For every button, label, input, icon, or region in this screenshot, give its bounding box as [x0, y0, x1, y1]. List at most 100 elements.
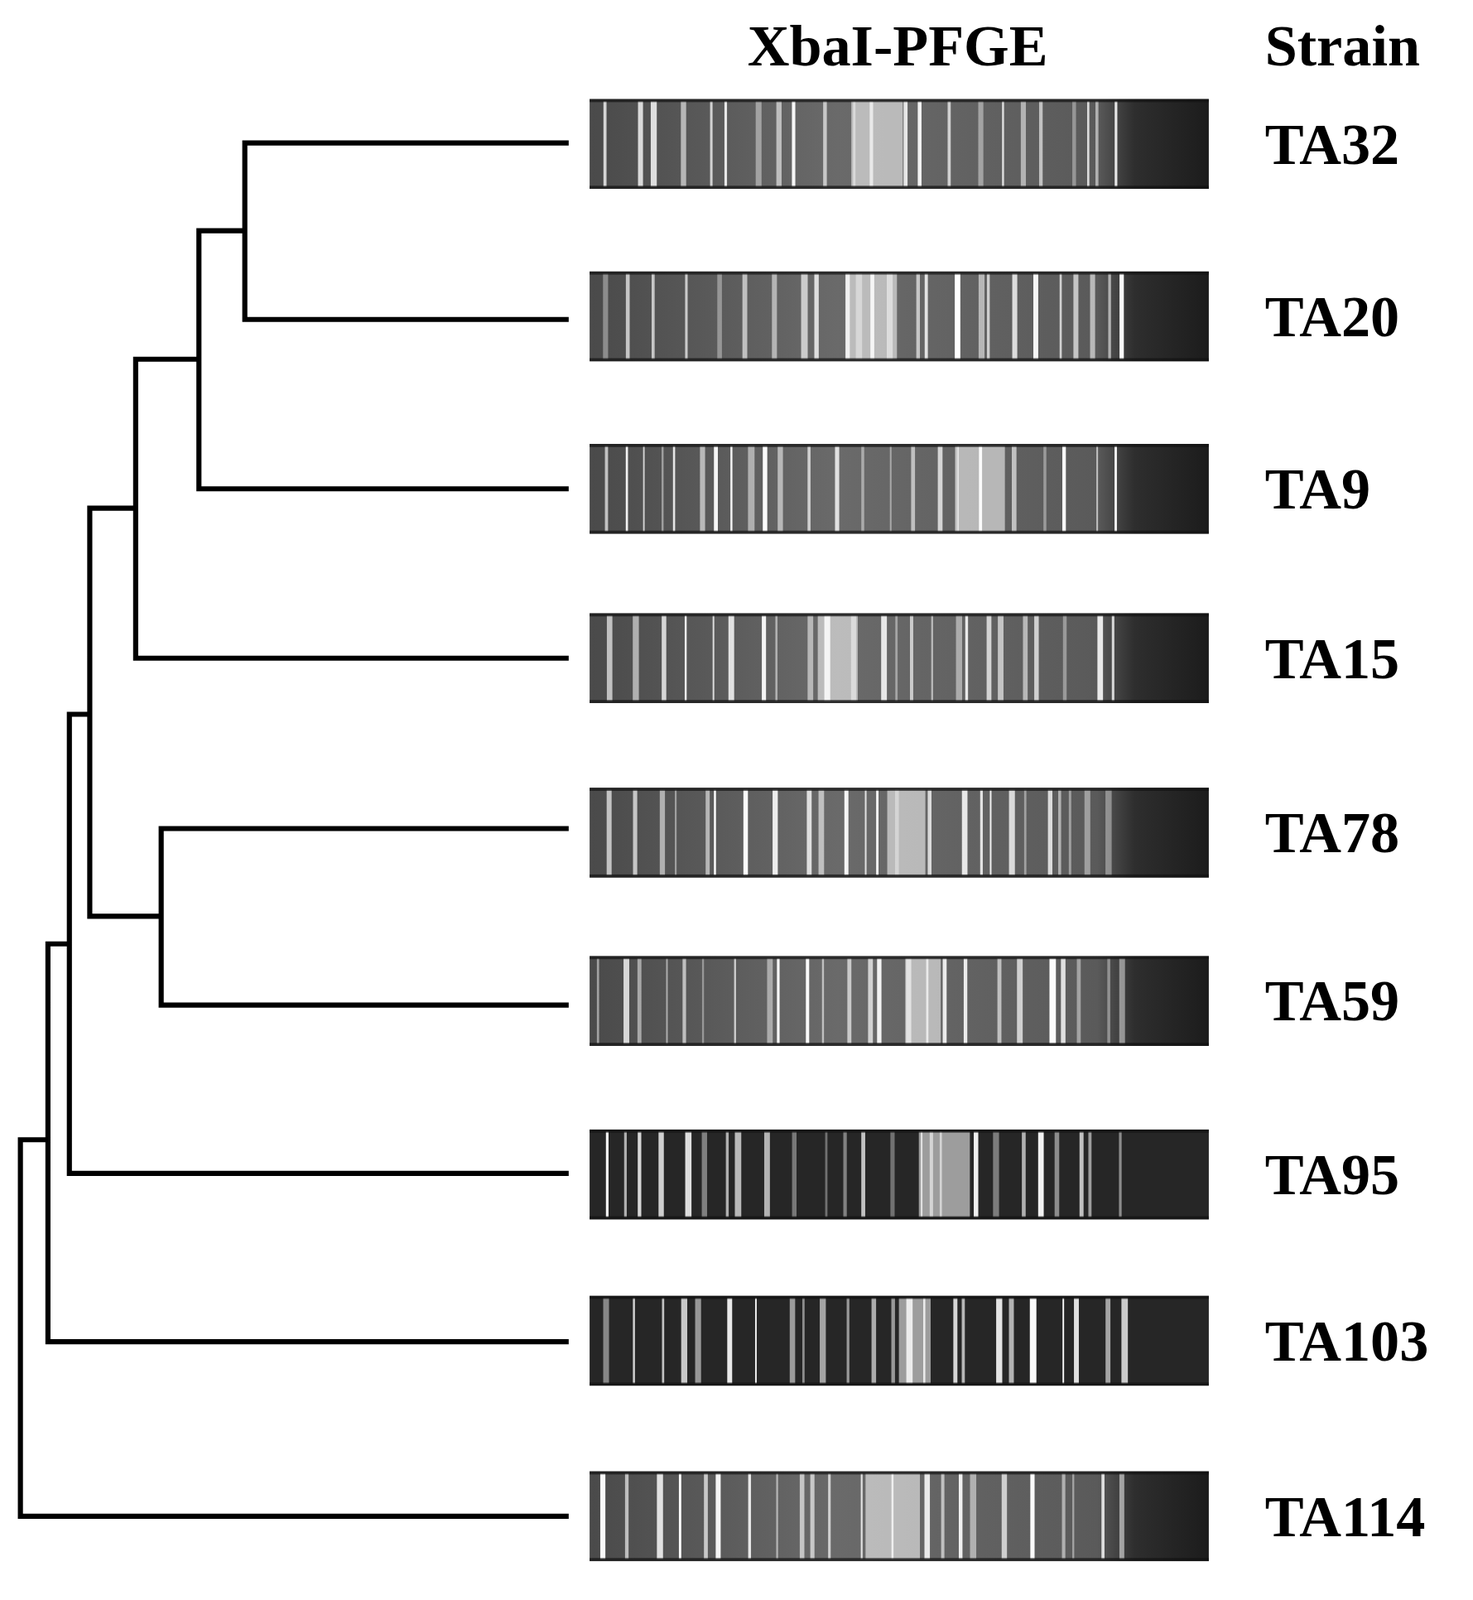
- dna-band: [726, 1131, 729, 1217]
- lane-edge: [589, 99, 1209, 103]
- bright-band-zone: [905, 957, 941, 1044]
- dna-band: [625, 445, 629, 531]
- dna-band: [834, 445, 839, 531]
- dna-band: [1090, 273, 1096, 359]
- dna-band: [735, 1131, 742, 1217]
- dna-band: [909, 615, 914, 701]
- dna-band: [1024, 789, 1027, 876]
- dna-band: [724, 101, 727, 187]
- dna-band: [917, 101, 922, 187]
- dna-band: [989, 789, 992, 876]
- dna-band: [776, 957, 780, 1044]
- dna-band: [876, 957, 881, 1044]
- bright-band-zone: [899, 1297, 931, 1383]
- dna-band: [1043, 445, 1047, 531]
- dna-band: [637, 1131, 641, 1217]
- dna-band: [1030, 1297, 1037, 1383]
- dna-band: [1059, 273, 1063, 359]
- dna-band: [1034, 615, 1039, 701]
- dna-band: [1022, 615, 1028, 701]
- dna-band: [825, 1131, 828, 1217]
- dna-band: [978, 273, 985, 359]
- lane-edge: [589, 1295, 1209, 1300]
- bright-band-zone: [846, 273, 897, 359]
- dna-band: [1020, 101, 1026, 187]
- dna-band: [844, 789, 849, 876]
- dna-band: [819, 1297, 826, 1383]
- dna-band: [818, 789, 825, 876]
- dna-band: [712, 615, 715, 701]
- dna-band: [730, 445, 732, 531]
- dna-band: [600, 1473, 606, 1559]
- dna-band: [807, 615, 814, 701]
- dna-band: [1119, 273, 1124, 359]
- dna-band: [632, 615, 639, 701]
- dna-band: [1107, 957, 1111, 1044]
- dna-band: [1097, 615, 1103, 701]
- gel-lanes: [589, 99, 1209, 1561]
- strain-label: TA32: [1265, 115, 1401, 174]
- dna-band: [743, 789, 748, 876]
- gel-lane: [589, 613, 1209, 703]
- dna-band: [682, 957, 686, 1044]
- dna-band: [947, 101, 951, 187]
- dna-band: [977, 101, 983, 187]
- dna-band: [674, 789, 677, 876]
- dna-band: [822, 957, 824, 1044]
- dna-band: [1107, 273, 1111, 359]
- dna-band: [916, 273, 920, 359]
- dna-band: [996, 1297, 1002, 1383]
- dna-band: [890, 1131, 895, 1217]
- dna-band: [602, 273, 608, 359]
- dna-band: [1054, 1131, 1060, 1217]
- dna-band: [1021, 1131, 1026, 1217]
- dna-band: [771, 273, 777, 359]
- strain-label: TA114: [1265, 1487, 1426, 1546]
- dna-band: [1072, 1473, 1074, 1559]
- dna-band: [766, 957, 773, 1044]
- lane-edge: [589, 699, 1209, 703]
- dna-band: [643, 445, 646, 531]
- dna-band: [1121, 1297, 1128, 1383]
- dna-band: [1114, 101, 1117, 187]
- bright-band-zone: [957, 445, 1005, 531]
- dna-band: [659, 789, 665, 876]
- dna-band: [807, 445, 811, 531]
- gel-lane: [589, 955, 1209, 1045]
- dna-band: [842, 1131, 847, 1217]
- dna-band: [958, 1473, 963, 1559]
- dna-band: [924, 273, 929, 359]
- dna-band: [605, 445, 609, 531]
- lane-edge: [589, 530, 1209, 535]
- dna-band: [1101, 1473, 1105, 1559]
- strain-label: TA95: [1265, 1145, 1401, 1204]
- strain-label: TA20: [1265, 287, 1401, 346]
- dna-band: [1068, 789, 1072, 876]
- dna-band: [963, 957, 968, 1044]
- dna-band: [1084, 789, 1091, 876]
- dna-band: [903, 101, 908, 187]
- dna-band: [806, 789, 812, 876]
- dna-band: [1062, 1473, 1066, 1559]
- gel-lane: [589, 99, 1209, 189]
- dna-band: [1030, 1473, 1035, 1559]
- lane-edge: [589, 271, 1209, 275]
- dna-band: [973, 1131, 978, 1217]
- dna-band: [726, 1297, 732, 1383]
- dna-band: [986, 615, 992, 701]
- dna-band: [792, 1131, 797, 1217]
- dna-band: [705, 789, 710, 876]
- column-header: Strain: [1265, 16, 1421, 75]
- bright-band-zone: [851, 101, 903, 187]
- dna-band: [876, 789, 879, 876]
- dna-band: [924, 1473, 930, 1559]
- dna-band: [969, 1473, 977, 1559]
- dna-band: [623, 957, 630, 1044]
- bright-band-zone: [818, 615, 858, 701]
- dna-band: [658, 1131, 664, 1217]
- dna-band: [1062, 445, 1066, 531]
- strain-label: TA59: [1265, 971, 1401, 1030]
- dna-band: [678, 1473, 682, 1559]
- dna-band: [954, 273, 961, 359]
- strain-label: TA15: [1265, 629, 1401, 688]
